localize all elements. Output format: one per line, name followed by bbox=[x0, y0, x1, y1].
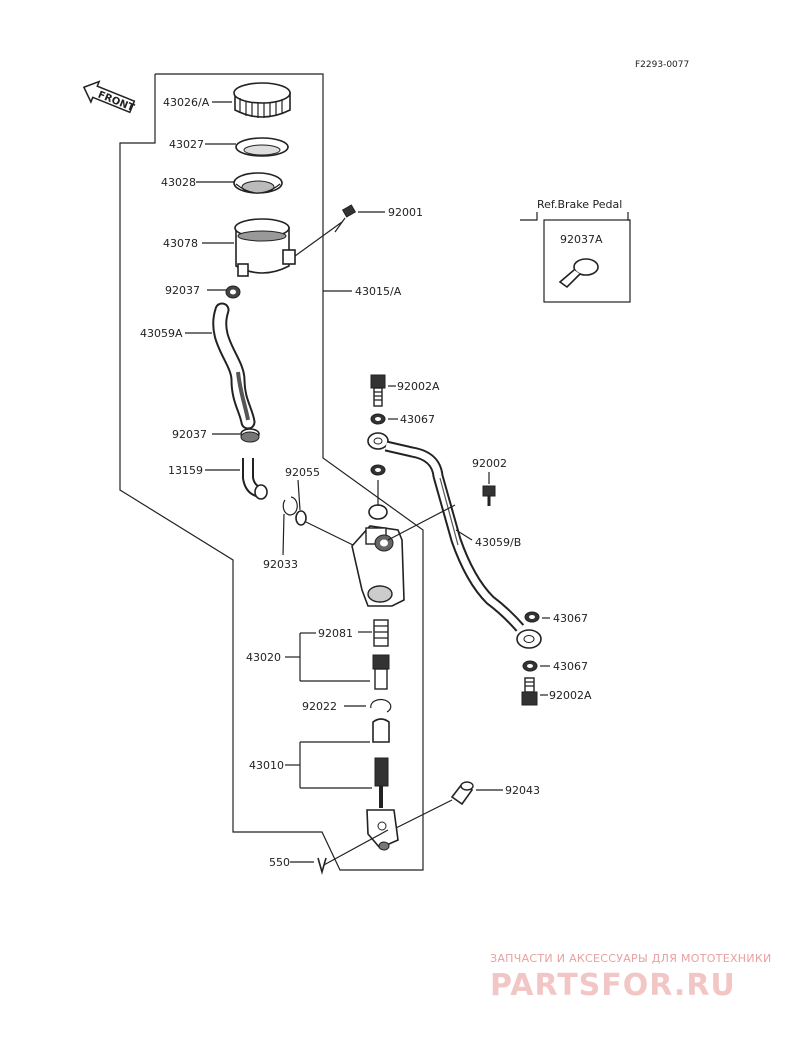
cotter-pin-icon bbox=[317, 857, 327, 875]
ref-box-part: 92037A bbox=[560, 233, 603, 246]
reservoir-hose bbox=[212, 302, 256, 430]
callout-13159: 13159 bbox=[168, 464, 203, 477]
callout-43078: 43078 bbox=[163, 237, 198, 250]
watermark-logo: PARTSFOR.RU bbox=[490, 968, 736, 1003]
piston-cup bbox=[372, 654, 390, 690]
bolt-92001-icon bbox=[334, 204, 357, 233]
callout-92022: 92022 bbox=[302, 700, 337, 713]
ref-box-title: Ref.Brake Pedal bbox=[537, 198, 622, 211]
callout-43067-top: 43067 bbox=[400, 413, 435, 426]
circlip-icon bbox=[282, 496, 298, 516]
piston-spring bbox=[373, 619, 389, 647]
push-rod-boot bbox=[372, 718, 390, 743]
callout-43067-low: 43067 bbox=[553, 660, 588, 673]
hose-clamp-lower bbox=[240, 428, 260, 443]
reservoir-diaphragm bbox=[233, 172, 283, 194]
circlip-92022-icon bbox=[370, 698, 392, 713]
clevis-pin bbox=[450, 781, 474, 806]
callout-92002: 92002 bbox=[472, 457, 507, 470]
reservoir-body bbox=[234, 218, 296, 277]
watermark-tagline: ЗАПЧАСТИ И АКСЕССУАРЫ ДЛЯ МОТОТЕХНИКИ bbox=[490, 952, 772, 965]
callout-43010: 43010 bbox=[249, 759, 284, 772]
reservoir-cap bbox=[233, 82, 291, 118]
banjo-bolt-bottom-icon bbox=[521, 677, 538, 706]
assembly-outline bbox=[119, 73, 424, 871]
callout-43026A: 43026/A bbox=[163, 96, 210, 109]
callout-92001: 92001 bbox=[388, 206, 423, 219]
callout-43020: 43020 bbox=[246, 651, 281, 664]
hose-clamp-upper bbox=[225, 285, 241, 299]
figure-code: F2293-0077 bbox=[635, 60, 689, 70]
callout-43028: 43028 bbox=[161, 176, 196, 189]
callout-550: 550 bbox=[269, 856, 290, 869]
callout-92043: 92043 bbox=[505, 784, 540, 797]
callout-92002A-bottom: 92002A bbox=[549, 689, 592, 702]
push-rod bbox=[366, 757, 399, 851]
ref-brake-pedal-box: Ref.Brake Pedal 92037A bbox=[520, 198, 631, 303]
callout-92081: 92081 bbox=[318, 627, 353, 640]
banjo-bolt-top-icon bbox=[370, 374, 386, 407]
front-arrow-icon: FRONT bbox=[82, 80, 136, 114]
callout-92055: 92055 bbox=[285, 466, 320, 479]
reservoir-plate bbox=[235, 137, 289, 157]
callout-92037-lower: 92037 bbox=[172, 428, 207, 441]
master-cylinder-body bbox=[351, 504, 405, 607]
elbow-fitting bbox=[242, 458, 268, 500]
callout-92002A-top: 92002A bbox=[397, 380, 440, 393]
callout-92037-upper: 92037 bbox=[165, 284, 200, 297]
o-ring-icon bbox=[295, 510, 307, 526]
callout-43059B: 43059/B bbox=[475, 536, 521, 549]
callout-92033: 92033 bbox=[263, 558, 298, 571]
bolt-92002-icon bbox=[482, 485, 496, 506]
brake-hose bbox=[384, 440, 542, 649]
callout-43067-mid: 43067 bbox=[553, 612, 588, 625]
callout-43015A: 43015/A bbox=[355, 285, 402, 298]
clip-icon bbox=[558, 258, 599, 289]
callout-43027: 43027 bbox=[169, 138, 204, 151]
callout-43059A: 43059A bbox=[140, 327, 183, 340]
